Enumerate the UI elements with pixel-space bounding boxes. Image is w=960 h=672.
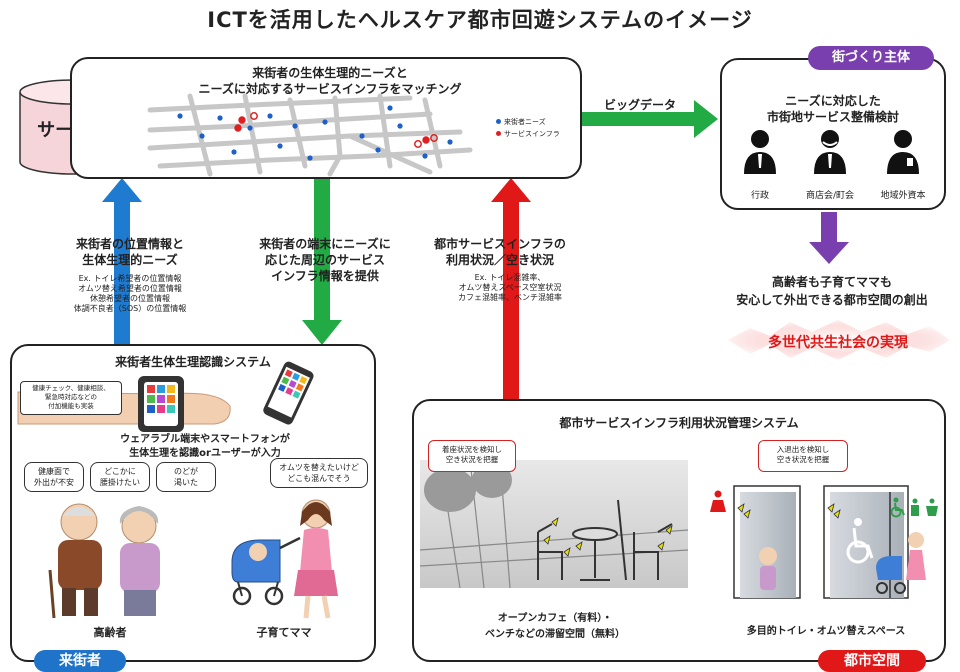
mother-with-stroller-illustration (231, 499, 338, 619)
outcome-line2: 安心して外出できる都市空間の創出 (736, 293, 928, 307)
legend-label-needs: 来街者ニーズ (504, 118, 546, 126)
page-title: ICTを活用したヘルスケア都市回遊システムのイメージ (207, 8, 753, 32)
government-person-icon (744, 130, 776, 174)
blue-flow-line1: 来街者の位置情報と (75, 237, 184, 251)
bubble-1-line2: 外出が不安 (34, 478, 74, 487)
bubble-4-line1: オムツを替えたいけど (279, 463, 359, 472)
toilet-label: 多目的トイレ・オムツ替えスペース (746, 626, 906, 637)
legend-item-infra: サービスインフラ (496, 128, 576, 140)
green-flow-line3: インフラ情報を提供 (271, 269, 379, 283)
cafe-bubble-line1: 着座状況を検知し (442, 445, 502, 454)
legend-dot-infra-icon (496, 131, 501, 136)
bubble-2-line2: 腰掛けたい (100, 478, 140, 487)
watch-note-line3: 付加機能も実装 (48, 402, 94, 410)
city-space-tag: 都市空間 (818, 650, 926, 672)
bubble-want-to-sit: どこかに 腰掛けたい (90, 462, 150, 492)
outcome-banner-burst (728, 320, 950, 360)
wearable-caption-line1: ウェアラブル端末やスマートフォンが (120, 434, 290, 445)
cafe-bubble-line2: 空き状況を把握 (445, 455, 499, 464)
blue-example-3: 休憩希望者の位置情報 (90, 294, 170, 303)
bubble-3-line2: 渇いた (174, 478, 198, 487)
red-example-2: オムツ替えスペース空室状況 (458, 283, 562, 292)
cafe-sensor-bubble: 着座状況を検知し 空き状況を把握 (428, 440, 516, 472)
matching-legend: 来街者ニーズ サービスインフラ (496, 116, 576, 140)
planner-title-line2: 市街地サービス整備検討 (766, 110, 899, 124)
matching-title-line2: ニーズに対応するサービスインフラをマッチング (198, 82, 462, 96)
watch-note-line2: 緊急時対応などの (45, 393, 97, 401)
mama-label: 子育てママ (256, 626, 312, 639)
bubble-2-line1: どこかに (104, 467, 136, 476)
red-flow-line2: 利用状況／空き状況 (445, 253, 554, 267)
elderly-label: 高齢者 (93, 626, 127, 639)
legend-dot-needs-icon (496, 119, 501, 124)
planner-tag: 街づくり主体 (808, 46, 934, 70)
green-flow-line2: 応じた周辺のサービス (264, 253, 385, 267)
actor-label-government: 行政 (750, 191, 769, 201)
actor-label-merchants: 商店会/町会 (805, 191, 855, 201)
toilet-bubble-line1: 入退出を検知し (776, 445, 830, 454)
outcome-banner: 多世代共生社会の実現 (768, 335, 908, 351)
actor-label-outside-capital: 地域外資本 (880, 191, 926, 201)
red-example-1: Ex. トイレ混雑率、 (474, 273, 546, 282)
infra-system-title: 都市サービスインフラ利用状況管理システム (559, 416, 799, 430)
red-flow-line1: 都市サービスインフラの (434, 237, 566, 251)
bubble-thirsty: のどが 渇いた (156, 462, 216, 492)
accessible-facility-icons (890, 497, 938, 518)
bubble-4-line2: どこも混んでそう (287, 474, 351, 483)
open-cafe-illustration (419, 459, 689, 589)
legend-label-infra: サービスインフラ (504, 130, 560, 138)
cafe-label-line1: オープンカフェ（有料）・ (497, 613, 613, 624)
elderly-couple-illustration (48, 503, 160, 619)
outside-capital-person-icon (887, 130, 919, 174)
watch-note-line1: 健康チェック、健康相談、 (32, 384, 110, 392)
smartphone-illustration (263, 361, 314, 425)
bubble-3-line1: のどが (174, 467, 198, 476)
multipurpose-toilet-illustration (710, 485, 926, 599)
visitor-tag: 来街者 (34, 650, 126, 672)
bubble-health-anxiety: 健康面で 外出が不安 (24, 462, 84, 492)
bubble-1-line1: 健康面で (38, 467, 70, 476)
red-example-3: カフェ混雑率、ベンチ混雑率 (458, 293, 562, 302)
blue-example-4: 体調不良者（SOS）の位置情報 (73, 304, 187, 313)
blue-example-1: Ex. トイレ希望者の位置情報 (78, 274, 182, 283)
wearable-caption-line2: 生体生理を認識orユーザーが入力 (129, 448, 281, 459)
big-data-label: ビッグデータ (603, 98, 676, 112)
toilet-sensor-bubble: 入退出を検知し 空き状況を把握 (758, 440, 848, 472)
planner-title-line1: ニーズに対応した (785, 94, 881, 108)
watch-feature-note: 健康チェック、健康相談、 緊急時対応などの 付加機能も実装 (20, 381, 122, 415)
blue-flow-examples: Ex. トイレ希望者の位置情報 オムツ替え希望者の位置情報 休憩希望者の位置情報… (40, 274, 220, 314)
visitor-system-title: 来街者生体生理認識システム (115, 355, 271, 369)
street-map (147, 93, 473, 177)
cafe-label-line2: ベンチなどの滞留空間（無料） (485, 629, 625, 640)
red-flow-examples: Ex. トイレ混雑率、 オムツ替えスペース空室状況 カフェ混雑率、ベンチ混雑率 (420, 273, 600, 303)
legend-item-needs: 来街者ニーズ (496, 116, 576, 128)
matching-title-line1: 来街者の生体生理的ニーズと (252, 66, 408, 80)
merchant-person-icon (814, 130, 846, 174)
outcome-line1: 高齢者も子育てママも (771, 275, 892, 289)
blue-example-2: オムツ替え希望者の位置情報 (78, 284, 182, 293)
blue-flow-line2: 生体生理的ニーズ (82, 253, 178, 267)
toilet-bubble-line2: 空き状況を把握 (776, 455, 830, 464)
green-flow-line1: 来街者の端末にニーズに (259, 237, 391, 251)
bubble-diaper-change: オムツを替えたいけど どこも混んでそう (270, 458, 368, 488)
